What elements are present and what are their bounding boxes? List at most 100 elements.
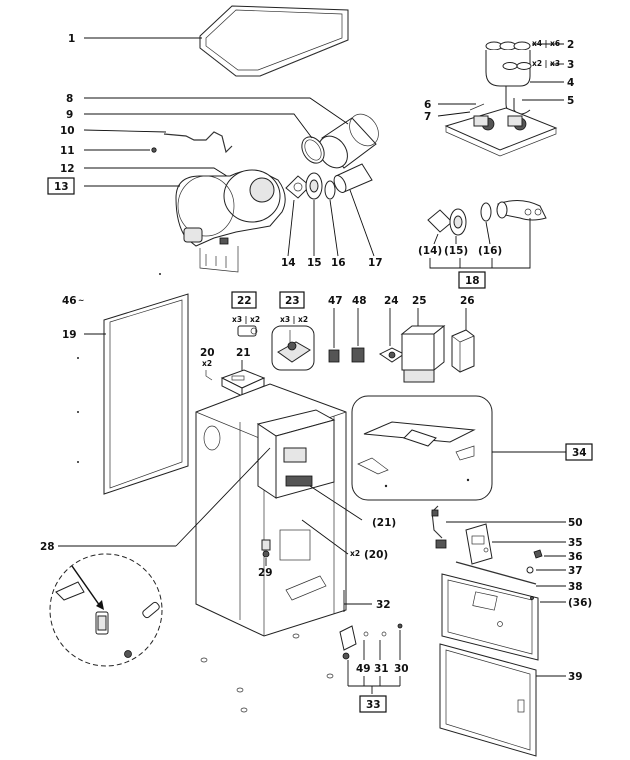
label-4: 4 bbox=[567, 77, 574, 89]
label-37: 37 bbox=[568, 565, 583, 577]
label-47: 47 bbox=[328, 295, 343, 307]
label-6: 6 bbox=[424, 99, 431, 111]
label-7: 7 bbox=[424, 111, 431, 123]
part-21-terminal-box bbox=[220, 369, 266, 397]
label-11: 11 bbox=[60, 145, 75, 157]
leader-7 bbox=[437, 111, 471, 117]
leader-p20 bbox=[301, 519, 349, 555]
part-ring-16 bbox=[324, 180, 336, 200]
part-gasket bbox=[301, 136, 325, 164]
label-2: 2 bbox=[567, 39, 574, 51]
leader-8 bbox=[84, 97, 349, 125]
label-13: 13 bbox=[54, 181, 69, 193]
part-control-panel bbox=[441, 573, 539, 661]
part-burner-15 bbox=[305, 172, 323, 200]
label-38: 38 bbox=[568, 581, 583, 593]
label-10: 10 bbox=[60, 125, 75, 137]
leader-p14 bbox=[433, 233, 439, 245]
label-21: 21 bbox=[236, 347, 251, 359]
label-30: 30 bbox=[394, 663, 409, 675]
leader-9 bbox=[84, 113, 313, 139]
leader-28-detail bbox=[175, 447, 271, 547]
part-side-panel bbox=[103, 293, 189, 495]
label-p20: (20) bbox=[364, 549, 388, 561]
label-20: 20 bbox=[200, 347, 215, 359]
label-p21: (21) bbox=[372, 517, 396, 529]
part-50-cable bbox=[431, 505, 447, 549]
label-13-box bbox=[47, 177, 75, 195]
label-35: 35 bbox=[568, 537, 583, 549]
label-23-box bbox=[279, 291, 305, 309]
part-screw bbox=[151, 147, 157, 153]
part-20-clip bbox=[205, 370, 213, 381]
label-31: 31 bbox=[374, 663, 389, 675]
qty-2: x4 | x6 bbox=[532, 39, 560, 49]
part-flue-pipes bbox=[485, 41, 532, 115]
part-group-18 bbox=[427, 200, 547, 236]
label-p15: (15) bbox=[444, 245, 468, 257]
leader-p21 bbox=[309, 485, 363, 521]
symbol-46: ~ bbox=[78, 296, 84, 305]
leader-p16 bbox=[485, 221, 491, 245]
part-47-relay bbox=[328, 349, 340, 363]
label-18: 18 bbox=[465, 275, 480, 287]
label-39: 39 bbox=[568, 671, 583, 683]
label-50: 50 bbox=[568, 517, 583, 529]
label-22: 22 bbox=[237, 295, 252, 307]
label-1: 1 bbox=[68, 33, 75, 45]
part-24-module bbox=[379, 347, 405, 363]
label-25: 25 bbox=[412, 295, 427, 307]
part-top-cover bbox=[199, 5, 349, 77]
part-35-control-board bbox=[465, 523, 493, 565]
part-boiler-cabinet bbox=[195, 383, 347, 637]
label-33-box bbox=[359, 695, 387, 713]
part-22-connector bbox=[237, 325, 258, 337]
leader-17 bbox=[349, 189, 375, 257]
label-33: 33 bbox=[366, 699, 381, 711]
label-32: 32 bbox=[376, 599, 391, 611]
qty-3: x2 | x3 bbox=[532, 59, 560, 69]
qty-22: x3 | x2 bbox=[232, 315, 260, 325]
label-p14: (14) bbox=[418, 245, 442, 257]
label-49: 49 bbox=[356, 663, 371, 675]
label-36: 36 bbox=[568, 551, 583, 563]
label-17: 17 bbox=[368, 257, 383, 269]
leader-16 bbox=[329, 199, 339, 257]
label-46: 46 bbox=[62, 295, 77, 307]
label-5: 5 bbox=[567, 95, 574, 107]
label-19: 19 bbox=[62, 329, 77, 341]
part-tube-large bbox=[318, 113, 379, 169]
label-34-box bbox=[565, 443, 593, 461]
label-16: 16 bbox=[331, 257, 346, 269]
label-22-box bbox=[231, 291, 257, 309]
qty-23: x3 | x2 bbox=[280, 315, 308, 325]
part-tube-small bbox=[333, 163, 373, 193]
part-36-knob bbox=[533, 549, 543, 559]
part-feet bbox=[200, 633, 334, 713]
label-8: 8 bbox=[66, 93, 73, 105]
part-33-fittings bbox=[339, 623, 403, 660]
qty-20: x2 bbox=[202, 359, 212, 368]
part-bracket-wire bbox=[163, 131, 233, 154]
label-15: 15 bbox=[307, 257, 322, 269]
part-38-rod bbox=[455, 561, 537, 585]
part-34-group-frame bbox=[351, 395, 493, 501]
part-23-assembly bbox=[271, 325, 315, 371]
part-blower-fan bbox=[175, 169, 286, 273]
part-29-valve bbox=[261, 539, 271, 558]
part-26-battery-box bbox=[451, 329, 475, 373]
label-29: 29 bbox=[258, 567, 273, 579]
leader-12 bbox=[84, 167, 231, 179]
label-28: 28 bbox=[40, 541, 55, 553]
leader-10 bbox=[83, 129, 167, 133]
part-front-door bbox=[439, 643, 537, 757]
qty-20b: x2 bbox=[350, 549, 360, 558]
leader-18-bracket bbox=[429, 218, 531, 269]
label-14: 14 bbox=[281, 257, 296, 269]
label-3: 3 bbox=[567, 59, 574, 71]
label-18-box bbox=[458, 271, 486, 289]
label-26: 26 bbox=[460, 295, 475, 307]
label-24: 24 bbox=[384, 295, 399, 307]
label-p16: (16) bbox=[478, 245, 502, 257]
